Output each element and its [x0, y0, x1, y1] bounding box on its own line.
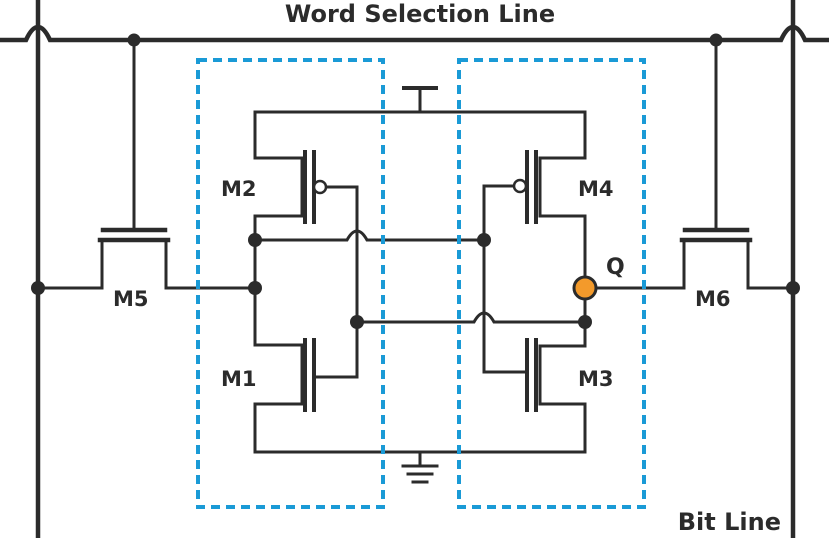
transistor-m6	[595, 227, 795, 290]
cross-couple-upper	[253, 229, 486, 242]
m2-label: M2	[221, 177, 257, 201]
q-node	[572, 275, 598, 301]
junction-left-gate	[350, 315, 364, 329]
junction-right-gate	[477, 233, 491, 247]
transistor-m5	[36, 227, 257, 290]
junction-left-node	[248, 281, 262, 295]
m2-gate-bubble	[312, 179, 328, 195]
m4-label: M4	[578, 177, 614, 201]
bit-line-label: Bit Line	[678, 508, 781, 536]
junction-right-lower	[578, 315, 592, 329]
junction-bitline-right	[786, 281, 800, 295]
m4-gate-bubble	[512, 178, 528, 194]
cross-couple-lower	[355, 311, 587, 324]
m3-label: M3	[578, 367, 614, 391]
right-inverter	[482, 110, 587, 454]
m6-label: M6	[695, 287, 731, 311]
junction-bitline-left	[31, 281, 45, 295]
word-selection-line-label: Word Selection Line	[285, 0, 555, 28]
q-node-label: Q	[606, 255, 625, 280]
m5-label: M5	[113, 287, 149, 311]
word-selection-line	[0, 24, 829, 43]
left-inverter-box	[196, 58, 385, 509]
junction-left-upper	[248, 233, 262, 247]
right-inverter-box	[457, 58, 646, 509]
ground-symbol	[253, 450, 587, 484]
m1-label: M1	[221, 367, 257, 391]
junction-word-m6	[709, 33, 723, 47]
junction-word-m5	[127, 33, 141, 47]
